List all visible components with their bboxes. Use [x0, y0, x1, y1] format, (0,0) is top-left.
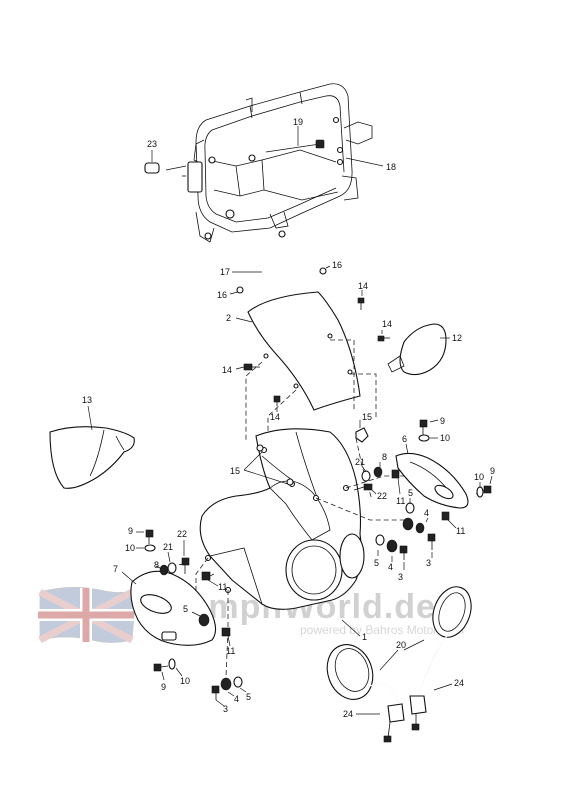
- spacer-15-right: [355, 427, 369, 443]
- label-14-top: 14: [358, 281, 368, 291]
- fairing-frame: [182, 83, 373, 243]
- label-9-upper-left: 9: [128, 526, 133, 536]
- washer-10-upper-right: [418, 434, 430, 442]
- label-5-left: 5: [246, 692, 251, 702]
- mirror-right: [409, 586, 472, 731]
- washer-10-far-right: [476, 486, 484, 498]
- screw-14-left: [243, 363, 260, 371]
- grommet-21-right: [361, 470, 371, 482]
- nut-11-right-b: [441, 511, 450, 521]
- label-10-upper-right: 10: [440, 433, 450, 443]
- label-18: 18: [386, 162, 396, 172]
- mirror-left: [326, 644, 405, 743]
- label-5-right-lower: 5: [374, 558, 379, 568]
- label-9-far-right: 9: [490, 466, 495, 476]
- label-16-right: 16: [332, 260, 342, 270]
- label-4-right-lower: 4: [388, 562, 393, 572]
- screw-14-top: [357, 297, 365, 310]
- screw-9-upper-left: [145, 529, 154, 544]
- label-11-left-b: 11: [226, 646, 235, 656]
- washer-10-upper-left: [144, 544, 156, 552]
- label-24-left: 24: [343, 709, 353, 719]
- label-5-left-upper: 5: [183, 604, 188, 614]
- label-13: 13: [82, 395, 92, 405]
- union-flag-icon: [38, 586, 138, 644]
- label-9-upper-right: 9: [440, 416, 445, 426]
- label-5-right-upper: 5: [408, 488, 413, 498]
- grommet-23: [144, 162, 160, 174]
- washer-8-right: [373, 466, 383, 478]
- screw-9-upper-right: [419, 419, 428, 436]
- label-20: 20: [396, 640, 406, 650]
- label-10-far-right: 10: [474, 472, 484, 482]
- bolt-22-right: [353, 483, 373, 491]
- label-7: 7: [113, 564, 118, 574]
- label-11-right-b: 11: [456, 526, 465, 536]
- screw-14-lower: [273, 395, 281, 406]
- bracket-12: [387, 323, 447, 376]
- label-23: 23: [147, 139, 157, 149]
- bracket-7: [130, 570, 217, 646]
- label-10-lower-left: 10: [180, 676, 190, 686]
- label-3-left: 3: [223, 704, 228, 714]
- fairing-1: [199, 428, 365, 610]
- label-22-right: 22: [377, 491, 387, 501]
- label-8-left: 8: [154, 560, 159, 570]
- cover-13: [49, 426, 135, 489]
- grommet-21-left: [167, 562, 177, 574]
- washer-8-left: [159, 564, 169, 576]
- label-1: 1: [362, 632, 367, 642]
- label-4-left: 4: [234, 694, 239, 704]
- stack-left-lower: [211, 676, 243, 700]
- pipe-17: [236, 264, 327, 294]
- label-15-left: 15: [230, 466, 240, 476]
- label-2: 2: [226, 313, 231, 323]
- nut-5-left-upper: [198, 613, 210, 627]
- label-4-right-upper: 4: [424, 508, 429, 518]
- nut-11-left-a: [201, 571, 211, 581]
- nut-11-right-a: [391, 469, 400, 479]
- washer-10-lower-left: [168, 658, 176, 670]
- windscreen-2: [247, 291, 361, 411]
- label-22-left: 22: [177, 529, 187, 539]
- watermark-subtitle: powered by Bahros Motorräder: [300, 623, 465, 637]
- stack-right-upper: [402, 502, 436, 550]
- label-14-lower: 14: [270, 412, 280, 422]
- label-19: 19: [293, 117, 303, 127]
- label-21-right: 21: [355, 457, 365, 467]
- label-10-upper-left: 10: [125, 543, 135, 553]
- label-8-right: 8: [382, 452, 387, 462]
- label-24-right: 24: [454, 678, 464, 688]
- label-17: 17: [220, 267, 230, 277]
- label-12: 12: [452, 333, 462, 343]
- label-9-lower-left: 9: [161, 682, 166, 692]
- label-15-right: 15: [362, 412, 372, 422]
- bracket-6: [395, 452, 469, 509]
- screw-14-right: [377, 335, 390, 342]
- label-14-left: 14: [222, 365, 232, 375]
- bolt-22-left: [181, 557, 190, 574]
- nut-11-left-b: [221, 627, 231, 637]
- spacer-15-left: [256, 444, 294, 486]
- label-21-left: 21: [163, 542, 173, 552]
- label-14-right: 14: [382, 319, 392, 329]
- screw-9-lower-left: [153, 663, 169, 672]
- label-11-left-a: 11: [218, 582, 227, 592]
- bolt-19: [265, 139, 325, 153]
- label-6: 6: [402, 434, 407, 444]
- stack-right-lower: [375, 534, 408, 560]
- label-16-left: 16: [217, 290, 227, 300]
- label-3-right-lower: 3: [398, 572, 403, 582]
- label-3-right-upper: 3: [426, 558, 431, 568]
- label-11-right-a: 11: [396, 496, 405, 506]
